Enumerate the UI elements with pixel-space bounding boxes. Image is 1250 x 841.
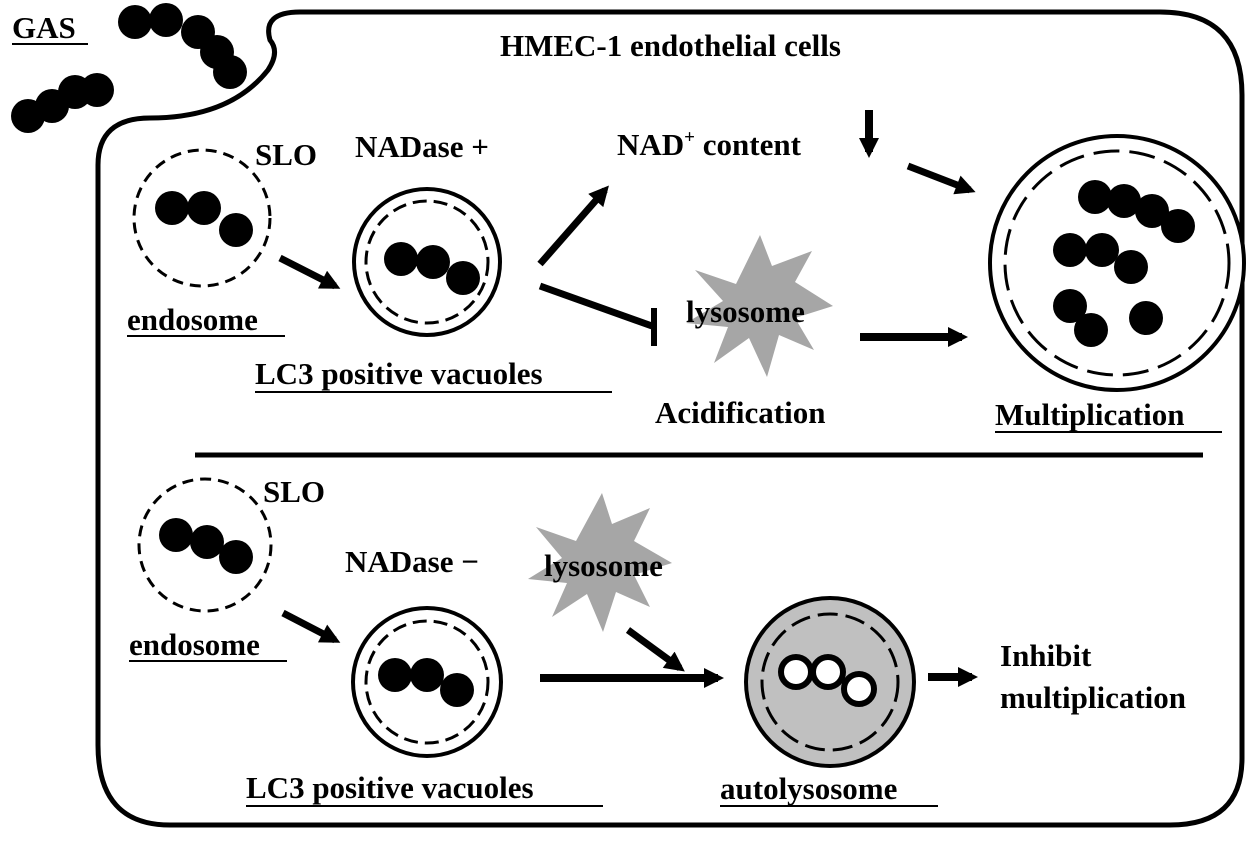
arrow-endosome-to-lc3-bottom (281, 609, 341, 644)
cell-title: HMEC-1 endothelial cells (500, 28, 841, 63)
lysosome-top-label: lysosome (686, 294, 805, 329)
nadase-plus-label: NADase + (355, 129, 489, 164)
multiplication-vacuole (988, 134, 1246, 392)
slo-top-label: SLO (255, 137, 317, 172)
endosome-bottom-label: endosome (129, 627, 260, 662)
endosome-bottom (137, 477, 273, 613)
cell-membrane (95, 9, 1245, 828)
inhibit-line2-label: multiplication (1000, 680, 1186, 715)
gas-label: GAS (12, 10, 76, 45)
arrow-endosome-to-lc3-top (278, 254, 341, 290)
lc3-top-label: LC3 positive vacuoles (255, 356, 543, 391)
endosome-top (132, 148, 272, 288)
lc3-vacuole-bottom (351, 606, 503, 758)
lysosome-top (686, 235, 833, 377)
inhibit-acidification (538, 282, 657, 346)
multiplication-label: Multiplication (995, 397, 1184, 432)
slo-bottom-label: SLO (263, 474, 325, 509)
endosome-top-label: endosome (127, 302, 258, 337)
autolysosome (744, 596, 916, 768)
inhibit-line1-label: Inhibit (1000, 638, 1092, 673)
lysosome-bottom (528, 493, 672, 632)
autolysosome-label: autolysosome (720, 771, 897, 806)
gas-bacteria (11, 3, 247, 133)
lc3-vacuole-top (352, 187, 502, 337)
arrow-lysosome-to-autolysosome (625, 627, 685, 672)
acidification-label: Acidification (655, 395, 826, 430)
lc3-bottom-label: LC3 positive vacuoles (246, 770, 534, 805)
arrow-nad-to-multiplication (906, 162, 976, 195)
arrow-to-nad (537, 185, 609, 267)
nadase-minus-label: NADase − (345, 544, 479, 579)
lysosome-bottom-label: lysosome (544, 548, 663, 583)
nad-content-label: NAD+ content (617, 127, 802, 162)
